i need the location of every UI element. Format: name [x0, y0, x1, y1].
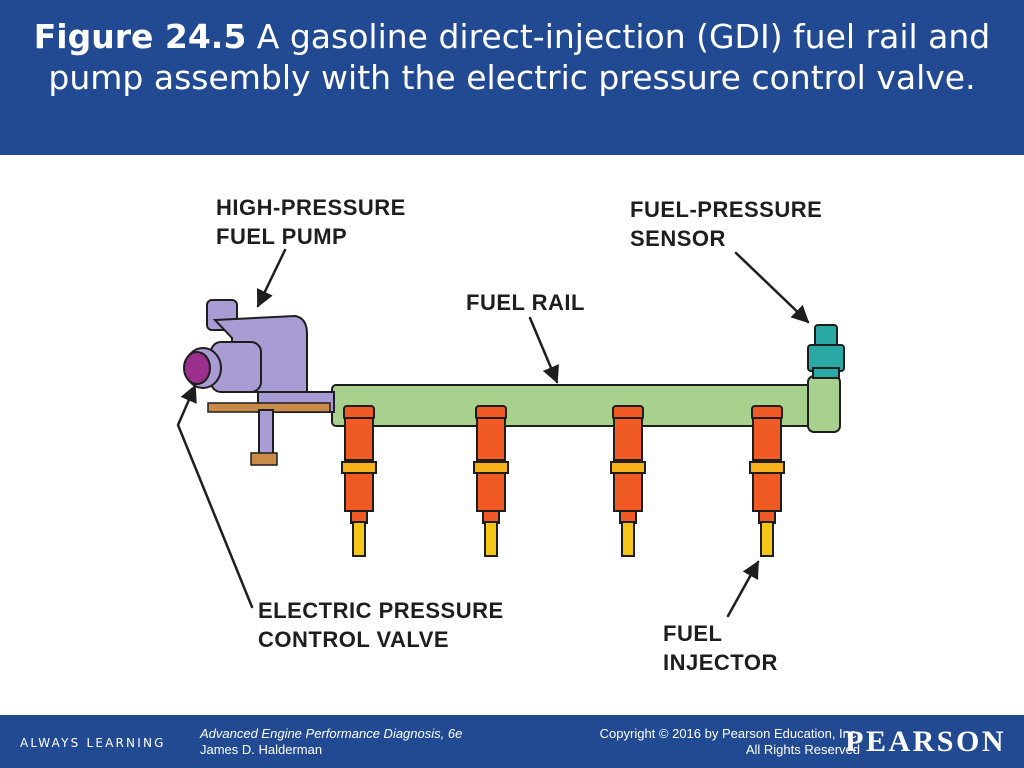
- injector-3: [610, 405, 646, 557]
- footer-band: ALWAYS LEARNING Advanced Engine Performa…: [0, 715, 1024, 768]
- pearson-logo: PEARSON: [845, 725, 1006, 758]
- sensor-label-line2: SENSOR: [630, 226, 726, 251]
- valve-leader-arrow: [176, 384, 254, 609]
- rail-leader-arrow: [528, 316, 559, 384]
- label-electric-pressure-control-valve: ELECTRIC PRESSURE CONTROL VALVE: [258, 596, 504, 654]
- diagram-illustration: [176, 248, 845, 618]
- rights-line: All Rights Reserved: [745, 742, 860, 757]
- copyright-notice: Copyright © 2016 by Pearson Education, I…: [600, 726, 860, 758]
- injector-4: [749, 405, 785, 557]
- valve-label-line1: ELECTRIC PRESSURE: [258, 598, 504, 623]
- injector-label-line1: FUEL: [663, 621, 723, 646]
- valve-label-line2: CONTROL VALVE: [258, 627, 450, 652]
- injector-2: [473, 405, 509, 557]
- always-learning-tagline: ALWAYS LEARNING: [20, 736, 166, 750]
- slide-title: Figure 24.5 A gasoline direct-injection …: [30, 16, 994, 98]
- injector-label-line2: INJECTOR: [663, 650, 778, 675]
- label-high-pressure-fuel-pump: HIGH-PRESSURE FUEL PUMP: [216, 193, 406, 251]
- book-credit: Advanced Engine Performance Diagnosis, 6…: [200, 726, 462, 758]
- fuel-rail: [331, 375, 841, 433]
- sensor-label-line1: FUEL-PRESSURE: [630, 197, 823, 222]
- figure-number: Figure 24.5: [33, 17, 247, 56]
- copyright-line: Copyright © 2016 by Pearson Education, I…: [599, 726, 860, 741]
- electric-pressure-control-valve: [183, 347, 222, 389]
- injector-1: [341, 405, 377, 557]
- high-pressure-fuel-pump: [206, 299, 335, 466]
- label-fuel-rail: FUEL RAIL: [466, 290, 585, 315]
- title-band: [0, 0, 1024, 155]
- figure-caption: A gasoline direct-injection (GDI) fuel r…: [48, 17, 991, 97]
- book-author: James D. Halderman: [200, 742, 323, 757]
- sensor-leader-arrow: [734, 251, 810, 324]
- label-fuel-pressure-sensor: FUEL-PRESSURE SENSOR: [630, 195, 822, 253]
- gdi-diagram: HIGH-PRESSURE FUEL PUMP FUEL-PRESSURE SE…: [0, 155, 1024, 715]
- label-fuel-injector: FUEL INJECTOR: [663, 619, 778, 677]
- pump-leader-arrow: [256, 248, 287, 308]
- pump-label-line1: HIGH-PRESSURE: [216, 195, 406, 220]
- fuel-pressure-sensor: [807, 324, 845, 379]
- injector-leader-arrow: [726, 560, 760, 618]
- pump-label-line2: FUEL PUMP: [216, 224, 348, 249]
- book-title: Advanced Engine Performance Diagnosis, 6…: [200, 726, 463, 741]
